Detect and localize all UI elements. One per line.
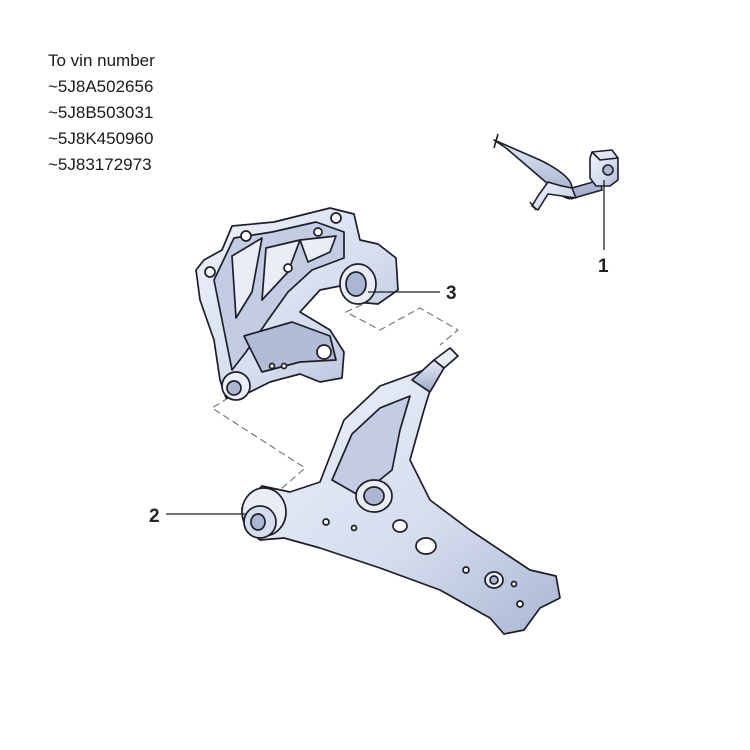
vin-item: ~5J8A502656 [48, 77, 154, 96]
vin-item: ~5J83172973 [48, 155, 152, 174]
callout-leaders [166, 180, 605, 515]
lower-control-arm [241, 347, 561, 635]
callout-number-3: 3 [446, 283, 457, 304]
vin-item: ~5J8K450960 [48, 129, 154, 148]
vin-heading: To vin number [48, 51, 155, 70]
stabilizer-bar [493, 133, 603, 211]
vin-item: ~5J8B503031 [48, 103, 154, 122]
vin-notes: To vin number ~5J8A502656 ~5J8B503031 ~5… [48, 48, 155, 178]
callout-number-2: 2 [149, 506, 160, 527]
stabilizer-bar-bushing [589, 149, 619, 187]
assembly-guide-lines [210, 299, 460, 491]
subframe-bracket [195, 207, 399, 401]
callout-number-1: 1 [598, 256, 609, 277]
